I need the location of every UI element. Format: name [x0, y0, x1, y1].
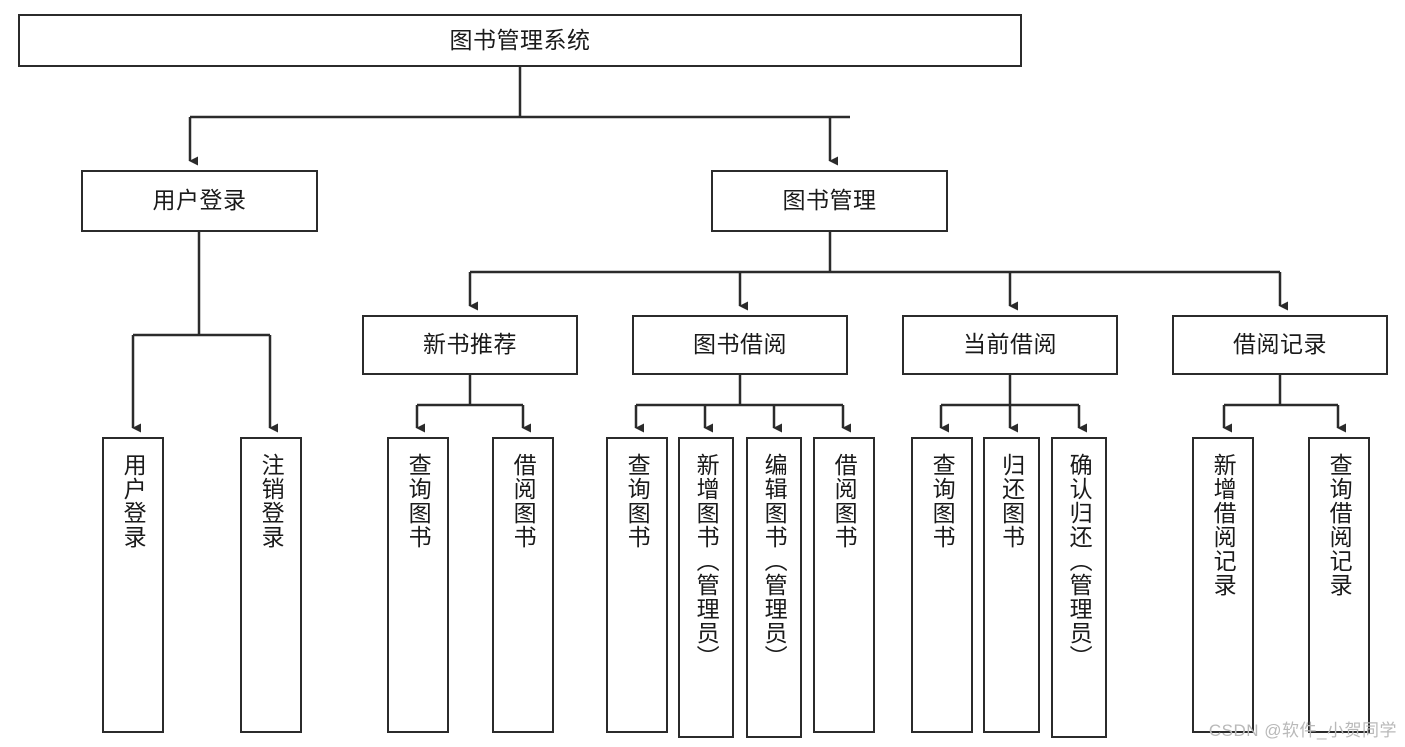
leaf-user-login-login-label: 用户登录 [120, 453, 147, 549]
leaf-current-borrow-query[interactable]: 查询图书 [911, 437, 973, 733]
leaf-current-borrow-confirm-return-label: 确认归还（管理员） [1066, 453, 1093, 669]
node-book-borrow-label: 图书借阅 [693, 331, 787, 358]
node-book-management[interactable]: 图书管理 [711, 170, 948, 232]
node-borrow-record-label: 借阅记录 [1233, 331, 1327, 358]
leaf-new-book-borrow-label: 借阅图书 [510, 453, 537, 549]
leaf-book-borrow-borrow[interactable]: 借阅图书 [813, 437, 875, 733]
node-user-login-label: 用户登录 [152, 187, 247, 214]
node-root-label: 图书管理系统 [449, 26, 591, 53]
leaf-user-login-logout[interactable]: 注销登录 [240, 437, 302, 733]
node-new-book-recommendation[interactable]: 新书推荐 [362, 315, 578, 375]
leaf-new-book-borrow[interactable]: 借阅图书 [492, 437, 554, 733]
leaf-book-borrow-borrow-label: 借阅图书 [831, 453, 858, 549]
leaf-book-borrow-edit[interactable]: 编辑图书（管理员） [746, 437, 802, 738]
leaf-user-login-login[interactable]: 用户登录 [102, 437, 164, 733]
node-new-book-recommendation-label: 新书推荐 [423, 331, 517, 358]
node-current-borrow-label: 当前借阅 [963, 331, 1057, 358]
leaf-borrow-record-query-label: 查询借阅记录 [1326, 453, 1353, 597]
node-borrow-record[interactable]: 借阅记录 [1172, 315, 1388, 375]
leaf-book-borrow-query-label: 查询图书 [624, 453, 651, 549]
leaf-book-borrow-query[interactable]: 查询图书 [606, 437, 668, 733]
leaf-current-borrow-return-label: 归还图书 [998, 453, 1025, 549]
leaf-current-borrow-confirm-return[interactable]: 确认归还（管理员） [1051, 437, 1107, 738]
node-user-login[interactable]: 用户登录 [81, 170, 318, 232]
leaf-borrow-record-add-label: 新增借阅记录 [1210, 453, 1237, 597]
leaf-new-book-query[interactable]: 查询图书 [387, 437, 449, 733]
leaf-new-book-query-label: 查询图书 [405, 453, 432, 549]
leaf-book-borrow-edit-label: 编辑图书（管理员） [761, 453, 788, 669]
csdn-watermark: CSDN @软件_小贺同学 [1208, 721, 1397, 740]
leaf-user-login-logout-label: 注销登录 [258, 453, 285, 549]
leaf-book-borrow-add[interactable]: 新增图书（管理员） [678, 437, 734, 738]
leaf-current-borrow-query-label: 查询图书 [929, 453, 956, 549]
leaf-borrow-record-add[interactable]: 新增借阅记录 [1192, 437, 1254, 733]
leaf-borrow-record-query[interactable]: 查询借阅记录 [1308, 437, 1370, 733]
node-book-borrow[interactable]: 图书借阅 [632, 315, 848, 375]
leaf-current-borrow-return[interactable]: 归还图书 [983, 437, 1040, 733]
node-root-book-management-system[interactable]: 图书管理系统 [18, 14, 1022, 67]
node-current-borrow[interactable]: 当前借阅 [902, 315, 1118, 375]
node-book-management-label: 图书管理 [782, 187, 877, 214]
leaf-book-borrow-add-label: 新增图书（管理员） [693, 453, 720, 669]
